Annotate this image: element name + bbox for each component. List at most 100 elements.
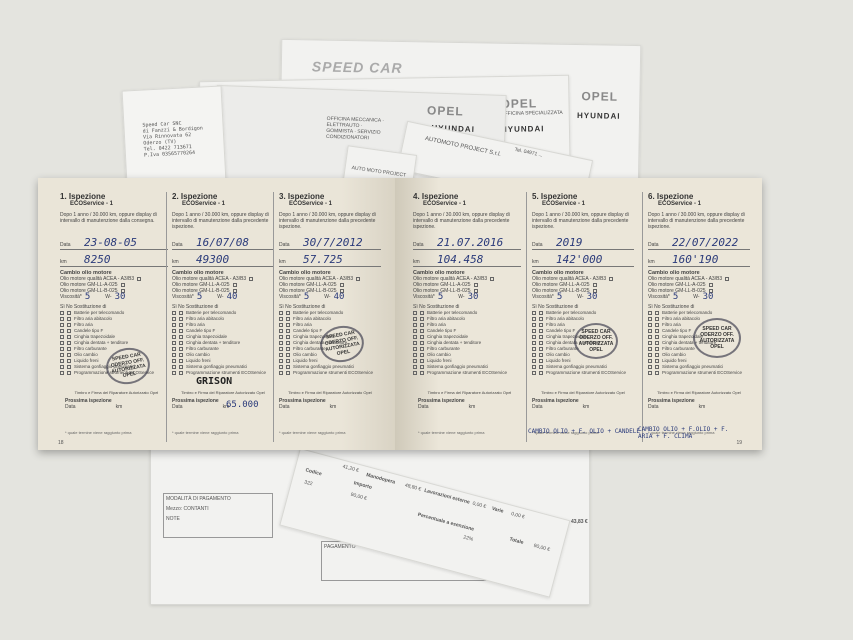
checkbox[interactable] [232, 289, 237, 293]
checkbox-si[interactable] [60, 347, 64, 351]
checkbox-si[interactable] [413, 335, 417, 339]
checkbox-no[interactable] [655, 323, 659, 327]
checkbox-no[interactable] [420, 371, 424, 375]
checkbox-no[interactable] [539, 311, 543, 315]
checkbox[interactable] [232, 283, 237, 287]
checkbox-no[interactable] [67, 317, 71, 321]
checkbox-no[interactable] [179, 341, 183, 345]
checkbox-no[interactable] [179, 347, 183, 351]
checkbox-si[interactable] [60, 335, 64, 339]
checkbox-si[interactable] [279, 341, 283, 345]
checkbox[interactable] [339, 289, 344, 293]
checkbox-no[interactable] [420, 323, 424, 327]
checkbox-si[interactable] [532, 365, 536, 369]
checkbox-no[interactable] [420, 347, 424, 351]
checkbox-si[interactable] [648, 371, 652, 375]
checkbox-si[interactable] [60, 317, 64, 321]
checkbox-si[interactable] [60, 371, 64, 375]
checkbox-no[interactable] [286, 371, 290, 375]
checkbox-no[interactable] [420, 335, 424, 339]
checkbox-no[interactable] [286, 359, 290, 363]
checkbox[interactable] [356, 277, 361, 281]
checkbox-si[interactable] [648, 359, 652, 363]
checkbox-si[interactable] [413, 371, 417, 375]
checkbox-no[interactable] [539, 329, 543, 333]
checkbox-si[interactable] [648, 341, 652, 345]
checkbox-no[interactable] [655, 347, 659, 351]
checkbox-no[interactable] [67, 365, 71, 369]
checkbox-no[interactable] [67, 323, 71, 327]
checkbox-no[interactable] [655, 317, 659, 321]
checkbox[interactable] [708, 283, 713, 287]
checkbox-si[interactable] [60, 311, 64, 315]
checkbox-no[interactable] [286, 329, 290, 333]
checkbox-si[interactable] [532, 323, 536, 327]
checkbox-no[interactable] [179, 323, 183, 327]
checkbox-si[interactable] [532, 329, 536, 333]
checkbox-no[interactable] [67, 359, 71, 363]
checkbox-no[interactable] [539, 341, 543, 345]
checkbox-si[interactable] [172, 317, 176, 321]
checkbox-si[interactable] [279, 371, 283, 375]
checkbox-no[interactable] [67, 329, 71, 333]
checkbox-si[interactable] [60, 329, 64, 333]
checkbox-no[interactable] [179, 335, 183, 339]
checkbox-no[interactable] [179, 329, 183, 333]
checkbox-si[interactable] [60, 359, 64, 363]
checkbox-si[interactable] [413, 323, 417, 327]
checkbox-no[interactable] [286, 365, 290, 369]
checkbox-no[interactable] [286, 311, 290, 315]
checkbox-no[interactable] [179, 317, 183, 321]
checkbox-no[interactable] [179, 365, 183, 369]
checkbox-si[interactable] [532, 347, 536, 351]
checkbox-no[interactable] [539, 317, 543, 321]
checkbox-si[interactable] [279, 317, 283, 321]
checkbox-si[interactable] [648, 365, 652, 369]
checkbox-no[interactable] [655, 341, 659, 345]
checkbox-no[interactable] [539, 323, 543, 327]
checkbox[interactable] [708, 289, 713, 293]
checkbox-si[interactable] [279, 347, 283, 351]
checkbox-si[interactable] [413, 353, 417, 357]
checkbox[interactable] [137, 277, 142, 281]
checkbox-si[interactable] [648, 323, 652, 327]
checkbox-no[interactable] [67, 371, 71, 375]
checkbox[interactable] [473, 283, 478, 287]
checkbox-si[interactable] [172, 365, 176, 369]
checkbox-no[interactable] [655, 311, 659, 315]
checkbox-no[interactable] [67, 311, 71, 315]
checkbox[interactable] [725, 277, 730, 281]
checkbox-si[interactable] [60, 365, 64, 369]
checkbox-no[interactable] [67, 341, 71, 345]
checkbox-si[interactable] [172, 371, 176, 375]
checkbox-si[interactable] [172, 323, 176, 327]
checkbox-si[interactable] [172, 335, 176, 339]
checkbox[interactable] [120, 283, 125, 287]
checkbox-no[interactable] [67, 335, 71, 339]
checkbox-no[interactable] [539, 359, 543, 363]
checkbox-si[interactable] [279, 323, 283, 327]
checkbox-no[interactable] [539, 335, 543, 339]
checkbox-no[interactable] [539, 365, 543, 369]
checkbox-no[interactable] [67, 353, 71, 357]
checkbox-no[interactable] [286, 323, 290, 327]
checkbox-si[interactable] [413, 365, 417, 369]
checkbox-si[interactable] [648, 311, 652, 315]
checkbox-no[interactable] [286, 353, 290, 357]
checkbox-si[interactable] [532, 353, 536, 357]
checkbox-si[interactable] [648, 329, 652, 333]
checkbox-no[interactable] [655, 353, 659, 357]
checkbox[interactable] [473, 289, 478, 293]
checkbox-no[interactable] [655, 365, 659, 369]
checkbox-no[interactable] [655, 371, 659, 375]
checkbox-si[interactable] [532, 317, 536, 321]
checkbox-si[interactable] [532, 341, 536, 345]
checkbox-no[interactable] [420, 359, 424, 363]
checkbox-si[interactable] [413, 329, 417, 333]
